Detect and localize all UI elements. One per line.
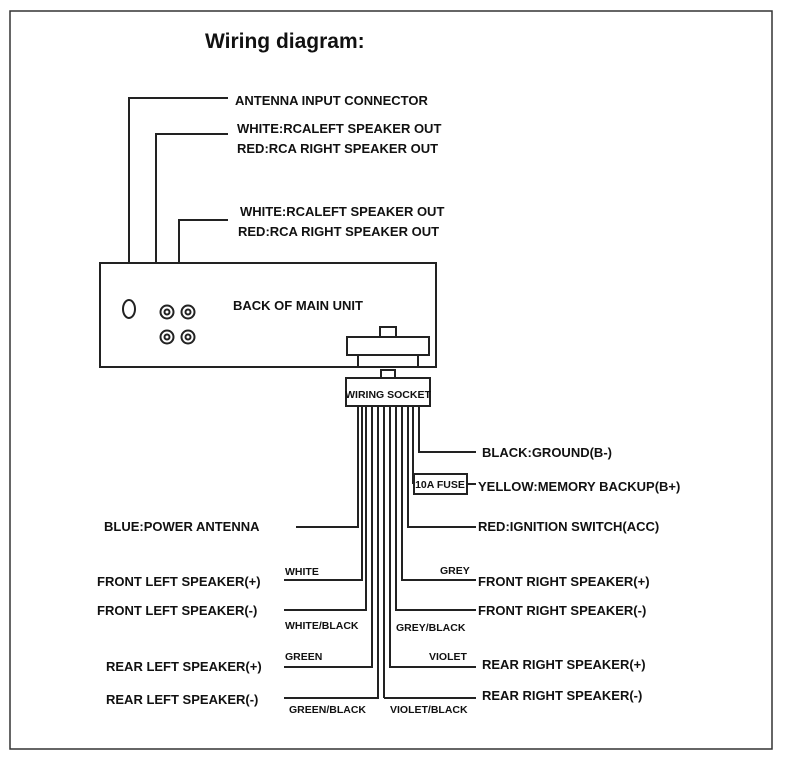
- wire-black-ground: [418, 406, 476, 453]
- wire-grey-black: [395, 406, 476, 611]
- antenna-lead-line: [128, 97, 228, 300]
- front-right-neg-label: FRONT RIGHT SPEAKER(-): [478, 603, 646, 618]
- antenna-input-label: ANTENNA INPUT CONNECTOR: [235, 93, 428, 108]
- rear-left-pos-label: REAR LEFT SPEAKER(+): [106, 659, 262, 674]
- rear-left-neg-label: REAR LEFT SPEAKER(-): [106, 692, 258, 707]
- rca1-lead-line: [155, 133, 228, 316]
- wire-green: [284, 406, 373, 668]
- rca1-white-label: WHITE:RCALEFT SPEAKER OUT: [237, 121, 441, 136]
- diagram-frame: [9, 10, 773, 750]
- wire-harness: [284, 406, 476, 699]
- wire-white: [284, 406, 363, 581]
- rca2-red-label: RED:RCA RIGHT SPEAKER OUT: [238, 224, 439, 239]
- grey-black-wire-color: GREY/BLACK: [396, 622, 466, 634]
- rear-right-pos-label: REAR RIGHT SPEAKER(+): [482, 657, 646, 672]
- violet-wire-color: VIOLET: [429, 651, 468, 663]
- wire-blue-power-antenna: [296, 406, 359, 528]
- wiring-socket-label: WIRING SOCKET: [345, 389, 431, 401]
- antenna-input-jack: [122, 299, 136, 319]
- front-right-pos-label: FRONT RIGHT SPEAKER(+): [478, 574, 650, 589]
- rca-jacks: [159, 304, 196, 345]
- violet-black-wire-color: VIOLET/BLACK: [390, 704, 468, 716]
- main-unit-label: BACK OF MAIN UNIT: [233, 298, 363, 313]
- rca1-red-label: RED:RCA RIGHT SPEAKER OUT: [237, 141, 438, 156]
- rca-jack-core: [163, 333, 171, 341]
- wire-green-black: [284, 406, 379, 699]
- wire-red-ignition: [407, 406, 476, 528]
- rca2-white-label: WHITE:RCALEFT SPEAKER OUT: [240, 204, 444, 219]
- rca-jack-core: [163, 308, 171, 316]
- memory-wire-label: YELLOW:MEMORY BACKUP(B+): [478, 479, 680, 494]
- wire-grey: [401, 406, 476, 581]
- ground-wire-label: BLACK:GROUND(B-): [482, 445, 612, 460]
- front-left-neg-label: FRONT LEFT SPEAKER(-): [97, 603, 257, 618]
- power-antenna-label: BLUE:POWER ANTENNA: [104, 519, 260, 534]
- white-wire-color: WHITE: [285, 566, 319, 578]
- diagram-title: Wiring diagram:: [205, 30, 365, 53]
- fuse-label: 10A FUSE: [415, 479, 465, 491]
- wiring-socket: [345, 377, 431, 407]
- front-left-pos-label: FRONT LEFT SPEAKER(+): [97, 574, 261, 589]
- wire-violet: [389, 406, 476, 668]
- rca-jack-core: [184, 308, 192, 316]
- unit-socket-lower: [357, 354, 419, 368]
- green-black-wire-color: GREEN/BLACK: [289, 704, 366, 716]
- unit-socket-upper: [346, 336, 430, 356]
- ignition-wire-label: RED:IGNITION SWITCH(ACC): [478, 519, 659, 534]
- rear-right-neg-label: REAR RIGHT SPEAKER(-): [482, 688, 642, 703]
- unit-socket-tab: [379, 326, 397, 338]
- wire-white-black: [284, 406, 367, 611]
- fuse-box: [413, 473, 468, 495]
- white-black-wire-color: WHITE/BLACK: [285, 620, 359, 632]
- grey-wire-color: GREY: [440, 565, 470, 577]
- wiring-plug-tab: [380, 369, 396, 379]
- green-wire-color: GREEN: [285, 651, 322, 663]
- rca-jack-core: [184, 333, 192, 341]
